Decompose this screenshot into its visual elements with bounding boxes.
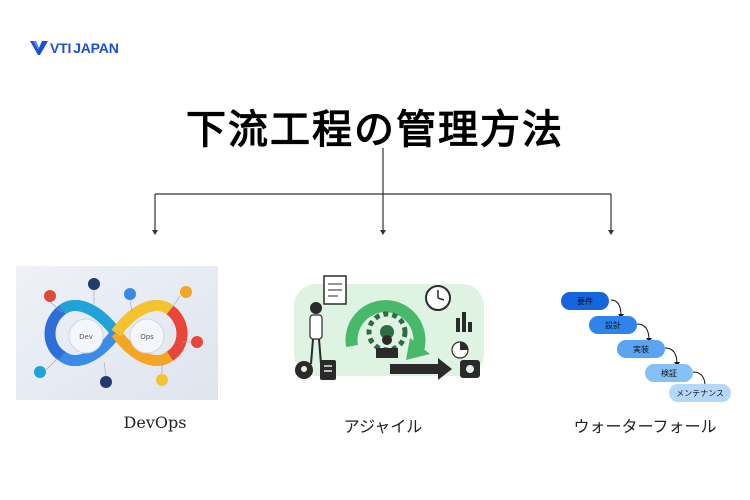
arrow-waterfall bbox=[608, 230, 614, 235]
vti-japan-logo: VTI JAPAN bbox=[30, 40, 119, 56]
caption-agile: アジャイル bbox=[343, 417, 423, 436]
build-node-icon bbox=[124, 288, 136, 300]
waterfall-step-implementation: 実装 bbox=[617, 340, 665, 358]
operate-node-icon bbox=[156, 374, 168, 386]
caption-devops: DevOps bbox=[123, 413, 187, 432]
waterfall-steps-icon: 要件 設計 実装 検証 メンテナンス bbox=[555, 290, 735, 402]
vti-logo-icon bbox=[30, 41, 48, 55]
ops-label: Ops bbox=[140, 333, 154, 341]
logo-mark: VTI bbox=[50, 40, 72, 56]
dev-label: Dev bbox=[79, 333, 93, 341]
waterfall-step-requirements: 要件 bbox=[561, 292, 609, 310]
logo-text: JAPAN bbox=[73, 40, 119, 56]
monitor-node-icon bbox=[100, 376, 112, 388]
page-title: 下流工程の管理方法 bbox=[186, 107, 564, 153]
deploy-node-icon bbox=[191, 336, 203, 348]
agile-cycle-icon bbox=[294, 275, 484, 380]
code-node-icon bbox=[88, 278, 100, 290]
test-node-icon bbox=[34, 366, 46, 378]
release-node-icon bbox=[180, 286, 192, 298]
plan-node-icon bbox=[44, 290, 56, 302]
arrow-devops bbox=[152, 230, 158, 235]
arrow-agile bbox=[380, 230, 386, 235]
waterfall-step-verification: 検証 bbox=[645, 364, 693, 382]
waterfall-step-design: 設計 bbox=[589, 316, 637, 334]
caption-waterfall: ウォーターフォール bbox=[573, 417, 717, 436]
devops-infinity-icon: Dev Ops bbox=[16, 266, 218, 400]
waterfall-step-maintenance: メンテナンス bbox=[669, 384, 731, 402]
